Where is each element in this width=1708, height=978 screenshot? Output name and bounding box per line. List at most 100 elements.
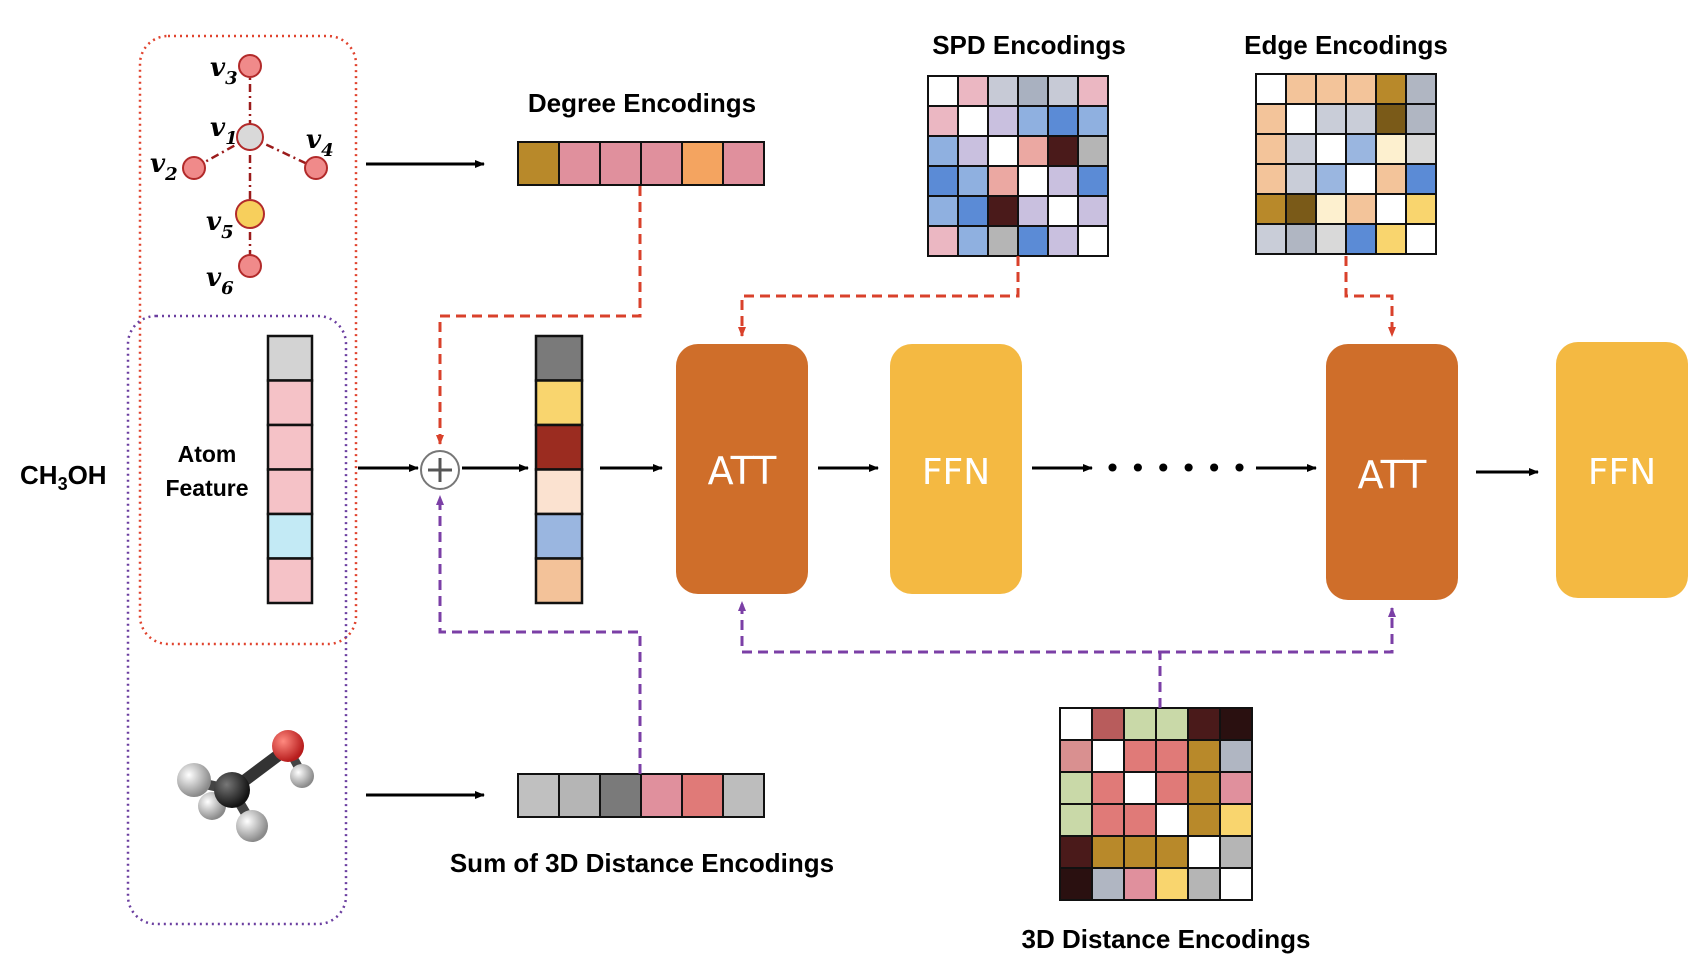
spd-cell-0-5 bbox=[1077, 75, 1109, 107]
ffn-block-2-label: FFN bbox=[1588, 452, 1656, 493]
edge-cell-0-2 bbox=[1315, 73, 1347, 105]
graph-node-1 bbox=[236, 123, 264, 151]
atom-feature-cell-2 bbox=[266, 423, 314, 471]
3d-distance-cell-2-5 bbox=[1219, 771, 1253, 805]
att-block-2 bbox=[1326, 344, 1458, 600]
ellipsis: • • • • • • bbox=[1104, 452, 1248, 485]
3d-distance-cell-3-2 bbox=[1123, 803, 1157, 837]
3d-distance-cell-5-1 bbox=[1091, 867, 1125, 901]
graph-node-label-6: v6 bbox=[206, 263, 234, 299]
sum-3d-encodings-cell-5 bbox=[722, 773, 765, 818]
spd-cell-2-0 bbox=[927, 135, 959, 167]
3d-distance-cell-4-1 bbox=[1091, 835, 1125, 869]
3d-distance-cell-1-3 bbox=[1155, 739, 1189, 773]
3d-distance-cell-3-5 bbox=[1219, 803, 1253, 837]
atom-feature-vector bbox=[266, 334, 314, 605]
3d-distance-cell-1-2 bbox=[1123, 739, 1157, 773]
graph-node-label-3: v3 bbox=[210, 53, 238, 89]
edge-cell-5-4 bbox=[1375, 223, 1407, 255]
edge-cell-1-0 bbox=[1255, 103, 1287, 135]
edge-cell-5-1 bbox=[1285, 223, 1317, 255]
flow-arrows bbox=[358, 160, 1539, 799]
graph-node-label-2: v2 bbox=[150, 149, 178, 185]
3d-distance-cell-5-0 bbox=[1059, 867, 1093, 901]
spd-cell-1-1 bbox=[957, 105, 989, 137]
ffn-block-1-label: FFN bbox=[922, 452, 990, 493]
spd-cell-4-1 bbox=[957, 195, 989, 227]
degree-encodings-cell-1 bbox=[558, 141, 601, 186]
3d-distance-cell-4-5 bbox=[1219, 835, 1253, 869]
degree-encodings-title: Degree Encodings bbox=[528, 88, 756, 118]
spd-cell-3-0 bbox=[927, 165, 959, 197]
3d-distance-cell-1-0 bbox=[1059, 739, 1093, 773]
edge-cell-2-2 bbox=[1315, 133, 1347, 165]
edge-cell-4-5 bbox=[1405, 193, 1437, 225]
spd-encodings-title: SPD Encodings bbox=[932, 30, 1126, 60]
edge-cell-3-5 bbox=[1405, 163, 1437, 195]
spd-cell-4-0 bbox=[927, 195, 959, 227]
edge-cell-0-5 bbox=[1405, 73, 1437, 105]
3d-distance-cell-3-1 bbox=[1091, 803, 1125, 837]
methanol-3d-molecule-image bbox=[177, 730, 314, 842]
combined-vector-cell-1 bbox=[534, 379, 584, 427]
3d-distance-cell-5-5 bbox=[1219, 867, 1253, 901]
edge-cell-5-3 bbox=[1345, 223, 1377, 255]
3d-distance-cell-5-3 bbox=[1155, 867, 1189, 901]
edge-cell-5-2 bbox=[1315, 223, 1347, 255]
sum-3d-distance-encodings-title: Sum of 3D Distance Encodings bbox=[450, 848, 834, 878]
spd-cell-1-3 bbox=[1017, 105, 1049, 137]
molecule-group-box bbox=[126, 314, 348, 926]
edge-cell-4-2 bbox=[1315, 193, 1347, 225]
atom-feature-label-line1: Atom bbox=[178, 441, 237, 467]
spd-cell-5-2 bbox=[987, 225, 1019, 257]
combined-vector-cell-4 bbox=[534, 512, 584, 560]
spd-encodings-matrix bbox=[927, 75, 1109, 257]
spd-cell-0-1 bbox=[957, 75, 989, 107]
3d-distance-cell-0-0 bbox=[1059, 707, 1093, 741]
spd-cell-1-0 bbox=[927, 105, 959, 137]
3d-distance-cell-2-2 bbox=[1123, 771, 1157, 805]
edge-cell-0-0 bbox=[1255, 73, 1287, 105]
degree-encodings-vector bbox=[517, 141, 765, 186]
sum-3d-encodings-cell-1 bbox=[558, 773, 601, 818]
degree-encodings-cell-2 bbox=[599, 141, 642, 186]
spd-cell-1-2 bbox=[987, 105, 1019, 137]
edge-cell-3-1 bbox=[1285, 163, 1317, 195]
3d-distance-cell-2-1 bbox=[1091, 771, 1125, 805]
edge-encodings-title: Edge Encodings bbox=[1244, 30, 1448, 60]
3d-distance-cell-3-3 bbox=[1155, 803, 1189, 837]
3d-distance-cell-0-3 bbox=[1155, 707, 1189, 741]
3d-distance-cell-4-2 bbox=[1123, 835, 1157, 869]
edge-cell-0-3 bbox=[1345, 73, 1377, 105]
spd-cell-2-1 bbox=[957, 135, 989, 167]
red-dashed-connectors bbox=[436, 186, 1396, 445]
3d-distance-cell-5-4 bbox=[1187, 867, 1221, 901]
edge-cell-4-0 bbox=[1255, 193, 1287, 225]
edge-cell-5-5 bbox=[1405, 223, 1437, 255]
3d-distance-cell-3-4 bbox=[1187, 803, 1221, 837]
3d-distance-cell-2-0 bbox=[1059, 771, 1093, 805]
spd-cell-5-4 bbox=[1047, 225, 1079, 257]
sum-3d-encodings-cell-3 bbox=[640, 773, 683, 818]
atom-feature-cell-5 bbox=[266, 557, 314, 605]
spd-cell-5-0 bbox=[927, 225, 959, 257]
spd-cell-5-5 bbox=[1077, 225, 1109, 257]
spd-cell-4-2 bbox=[987, 195, 1019, 227]
graph-node-5 bbox=[235, 199, 265, 229]
3d-distance-cell-3-0 bbox=[1059, 803, 1093, 837]
edge-cell-3-2 bbox=[1315, 163, 1347, 195]
graph-group-box bbox=[138, 34, 358, 646]
combined-node-feature-vector bbox=[534, 334, 584, 605]
3d-distance-cell-1-4 bbox=[1187, 739, 1221, 773]
3d-distance-cell-1-5 bbox=[1219, 739, 1253, 773]
edge-cell-3-4 bbox=[1375, 163, 1407, 195]
edge-cell-4-4 bbox=[1375, 193, 1407, 225]
atom-feature-cell-0 bbox=[266, 334, 314, 382]
spd-cell-4-4 bbox=[1047, 195, 1079, 227]
edge-cell-3-0 bbox=[1255, 163, 1287, 195]
atom-feature-label-line2: Feature bbox=[165, 475, 248, 501]
3d-distance-cell-0-5 bbox=[1219, 707, 1253, 741]
spd-cell-0-2 bbox=[987, 75, 1019, 107]
